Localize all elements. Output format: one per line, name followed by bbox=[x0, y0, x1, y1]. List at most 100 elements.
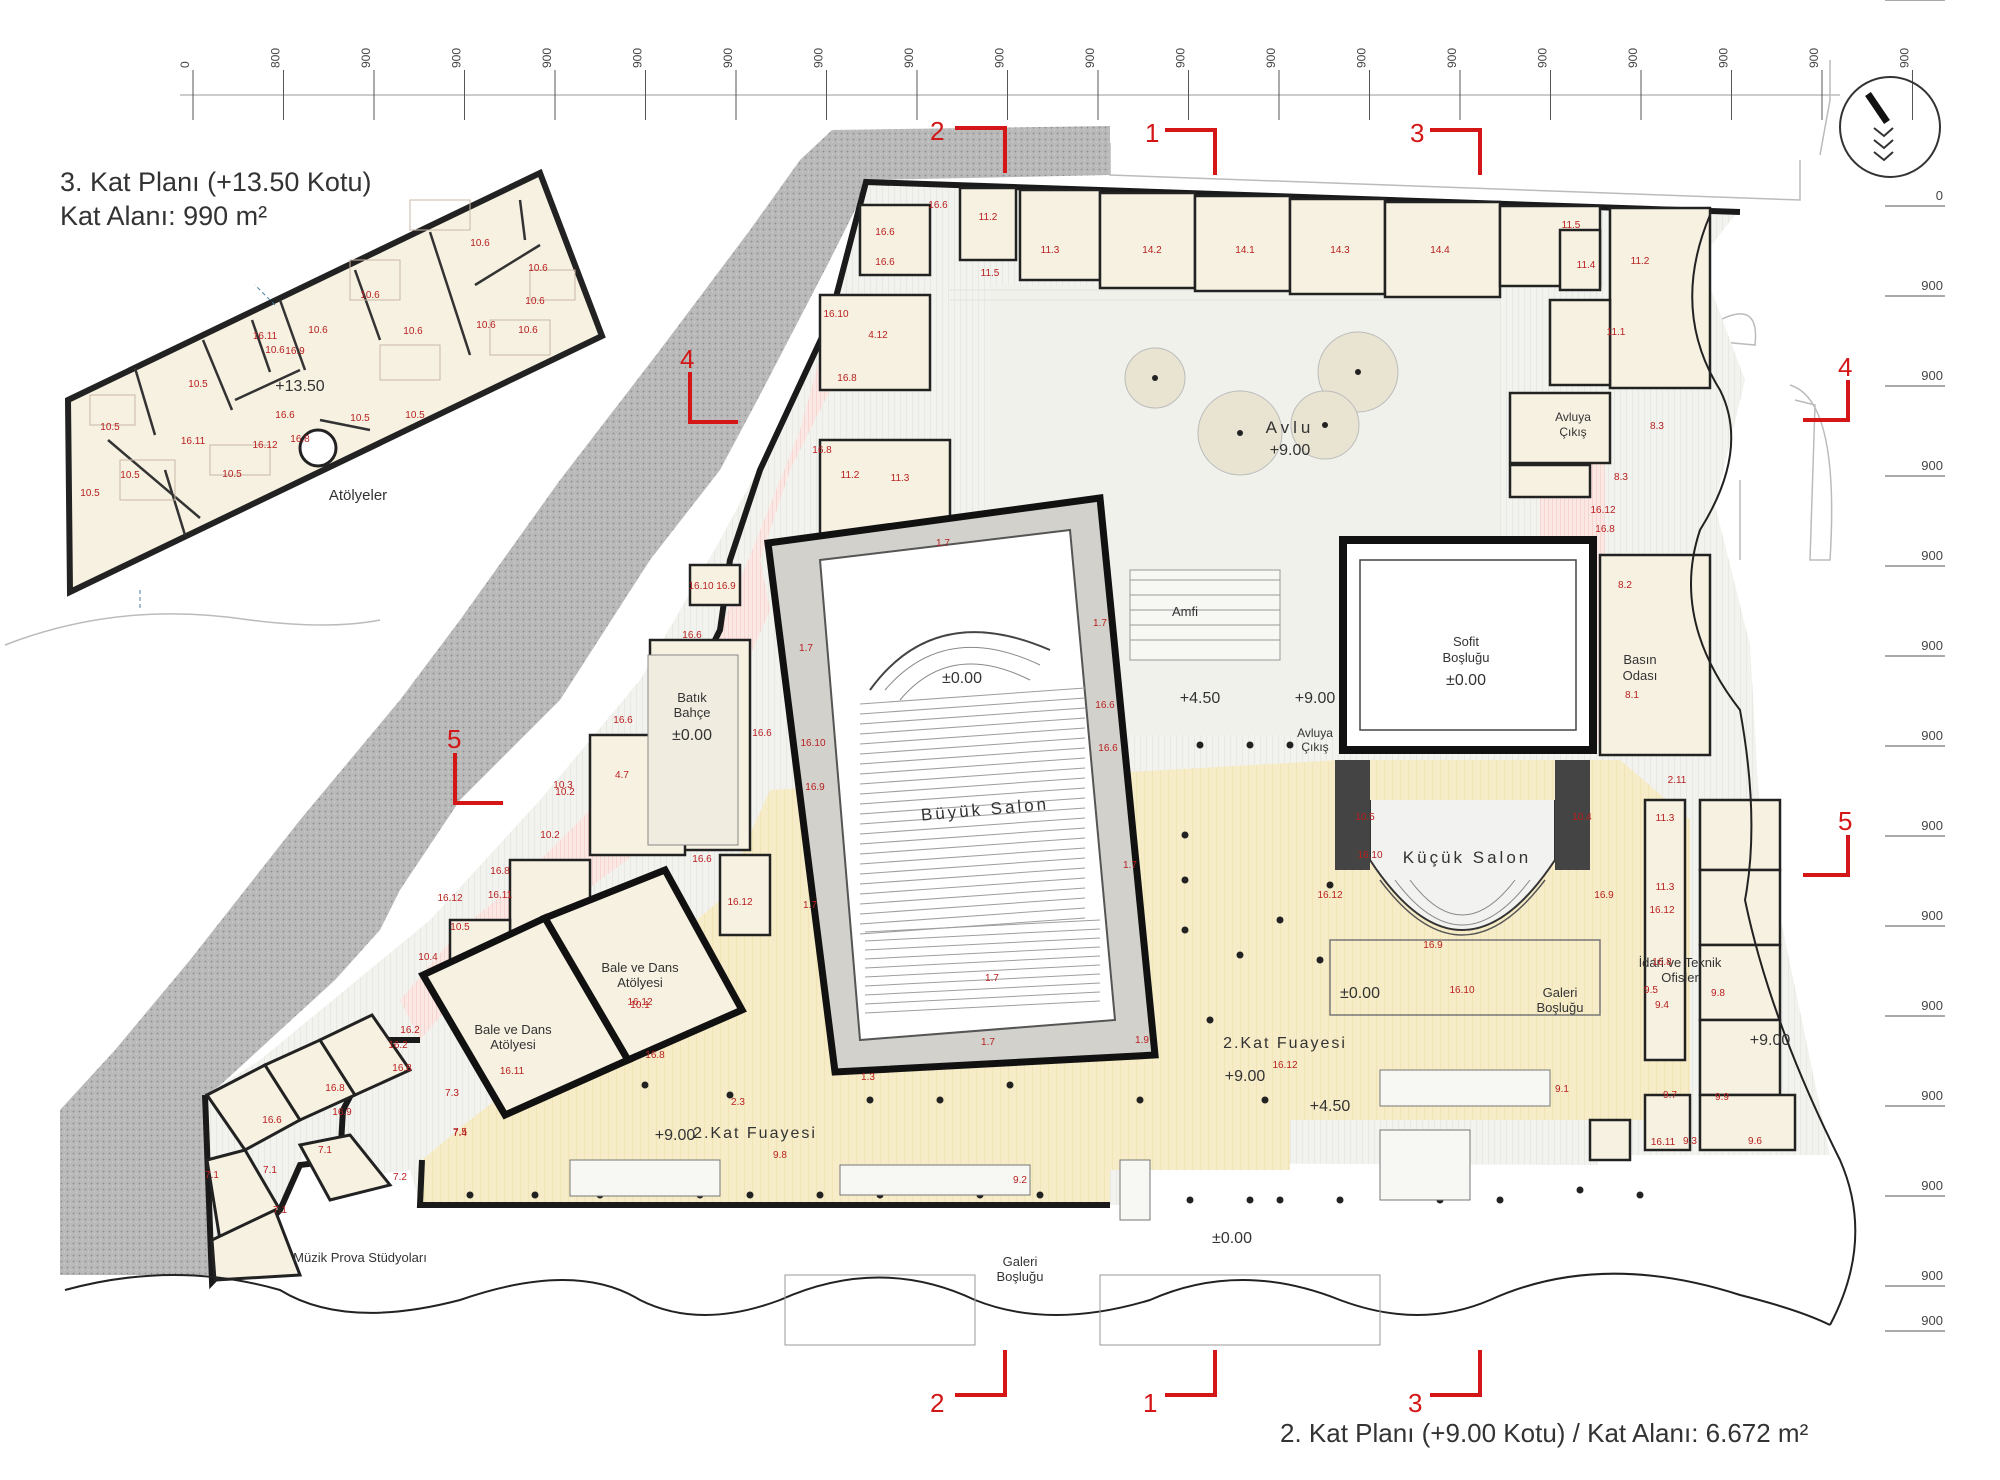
svg-text:5: 5 bbox=[447, 724, 461, 754]
second-floor-title: 2. Kat Planı (+9.00 Kotu) / Kat Alanı: 6… bbox=[1280, 1418, 1809, 1448]
column bbox=[1246, 741, 1254, 749]
room-code: 16.11 bbox=[1650, 1137, 1676, 1148]
top-dimension-label: 900 bbox=[1626, 48, 1640, 68]
sunken-garden bbox=[647, 654, 739, 846]
north-rooms bbox=[958, 186, 1712, 390]
room-code: 7.1 bbox=[205, 1170, 219, 1181]
section-marker: 2 bbox=[930, 1350, 1007, 1418]
room-code: 16.12 bbox=[1317, 890, 1343, 901]
column bbox=[1276, 916, 1284, 924]
top-dimension-label: 0 bbox=[178, 61, 192, 68]
top-dimension-label: 900 bbox=[1717, 48, 1731, 68]
right-dimension-label: 900 bbox=[1921, 728, 1943, 743]
gallery-void-2-label-2: Boşluğu bbox=[1536, 1000, 1584, 1015]
column bbox=[726, 1091, 734, 1099]
gallery-void-2-label: Galeri bbox=[1542, 985, 1578, 1000]
music-studios bbox=[204, 1013, 413, 1282]
room-code: 7.1 bbox=[263, 1165, 277, 1176]
room-code: 10.2 bbox=[540, 830, 560, 841]
room-code: 16.12 bbox=[252, 440, 278, 451]
section-marker: 1 bbox=[1143, 1350, 1217, 1418]
column bbox=[1181, 831, 1189, 839]
top-dimension-label: 900 bbox=[902, 48, 916, 68]
right-dimension-label: 900 bbox=[1921, 998, 1943, 1013]
gallery-void-label-2: Boşluğu bbox=[996, 1269, 1044, 1284]
section-marker: 1 bbox=[1145, 118, 1217, 175]
music-studios-label: Müzik Prova Stüdyoları bbox=[293, 1250, 427, 1265]
room-code: 16.6 bbox=[692, 854, 712, 865]
foyer-stairs bbox=[569, 1069, 1551, 1221]
room-code: 10.5 bbox=[100, 422, 120, 433]
column bbox=[1336, 1196, 1344, 1204]
top-dimension-label: 900 bbox=[1083, 48, 1097, 68]
room-code: 16.11 bbox=[499, 1066, 525, 1077]
dance-studio-2-label-2: Atölyesi bbox=[617, 975, 663, 990]
section-marker: 3 bbox=[1408, 1350, 1482, 1418]
svg-text:3: 3 bbox=[1408, 1388, 1422, 1418]
room-code: 16.6 bbox=[875, 227, 895, 238]
press-room-label: Basın bbox=[1623, 652, 1657, 667]
column bbox=[1276, 1196, 1284, 1204]
room-code: 1.7 bbox=[1093, 618, 1107, 629]
right-dimension-label: 900 bbox=[1921, 638, 1943, 653]
room-code: 1.9 bbox=[1135, 1035, 1149, 1046]
room-code: 11.3 bbox=[1655, 882, 1675, 893]
section-marker: 4 bbox=[680, 344, 738, 424]
room-code: 16.6 bbox=[613, 715, 633, 726]
room-code: 7.4 bbox=[453, 1128, 467, 1139]
room-code: 16.12 bbox=[437, 893, 463, 904]
room-code: 1.3 bbox=[861, 1072, 875, 1083]
right-dimension-label: 900 bbox=[1921, 908, 1943, 923]
room-code: 9.8 bbox=[773, 1150, 787, 1161]
room-code: 2.11 bbox=[1667, 775, 1687, 786]
column bbox=[641, 1081, 649, 1089]
room-code: 11.1 bbox=[1606, 327, 1626, 338]
room-code: 1.7 bbox=[936, 538, 950, 549]
shore-arcs bbox=[64, 214, 1857, 1346]
stage-void-label: Sofit bbox=[1452, 634, 1480, 649]
room-code: 16.8 bbox=[1595, 524, 1615, 535]
room-code: 7.5 bbox=[453, 1127, 467, 1138]
level-label: +9.00 bbox=[654, 1127, 696, 1144]
stage-level: ±0.00 bbox=[1446, 672, 1486, 689]
courtyard-exit-label-2: Çıkış bbox=[1301, 740, 1329, 754]
section-marker: 4 bbox=[1803, 352, 1852, 422]
svg-text:1: 1 bbox=[1143, 1388, 1157, 1418]
top-dimension-label: 900 bbox=[1264, 48, 1278, 68]
column bbox=[936, 1096, 944, 1104]
gravel-embankment bbox=[60, 126, 1110, 1275]
room-code: 16.8 bbox=[490, 866, 510, 877]
room-code: 16.6 bbox=[275, 410, 295, 421]
dance-studio-2-label: Bale ve Dans bbox=[601, 960, 679, 975]
top-dimension-label: 900 bbox=[721, 48, 735, 68]
stage-void-label-2: Boşluğu bbox=[1442, 650, 1490, 665]
column bbox=[531, 1191, 539, 1199]
room-code: 8.3 bbox=[1614, 472, 1628, 483]
column bbox=[1286, 741, 1294, 749]
room-code: 9.4 bbox=[1655, 1000, 1669, 1011]
column bbox=[1196, 741, 1204, 749]
dance-studio-1-label-2: Atölyesi bbox=[490, 1037, 536, 1052]
section-marker: 2 bbox=[930, 116, 1007, 173]
room-code: 16.12 bbox=[627, 997, 653, 1008]
room-code: 16.8 bbox=[325, 1083, 345, 1094]
room-code: 10.5 bbox=[80, 488, 100, 499]
sunken-garden-label-2: Bahçe bbox=[673, 705, 711, 720]
room-code: 11.2 bbox=[840, 470, 860, 481]
section-marker: 5 bbox=[447, 724, 503, 805]
level-label: +4.50 bbox=[1309, 1098, 1351, 1115]
level-label: +9.00 bbox=[1749, 1032, 1791, 1049]
room-code: 7.1 bbox=[318, 1145, 332, 1156]
room-code: 10.5 bbox=[1355, 812, 1375, 823]
column bbox=[1636, 1191, 1644, 1199]
right-dimension-label: 900 bbox=[1921, 1268, 1943, 1283]
courtyard-level: +9.00 bbox=[1269, 442, 1311, 459]
room-code: 9.8 bbox=[1711, 988, 1725, 999]
room-code: 11.2 bbox=[1630, 256, 1650, 267]
column bbox=[1186, 1196, 1194, 1204]
right-dimension-label: 900 bbox=[1921, 1178, 1943, 1193]
room-code: 9.2 bbox=[1013, 1175, 1027, 1186]
room-code: 9.1 bbox=[1555, 1084, 1569, 1095]
room-code: 16.9 bbox=[716, 581, 736, 592]
column bbox=[816, 1191, 824, 1199]
